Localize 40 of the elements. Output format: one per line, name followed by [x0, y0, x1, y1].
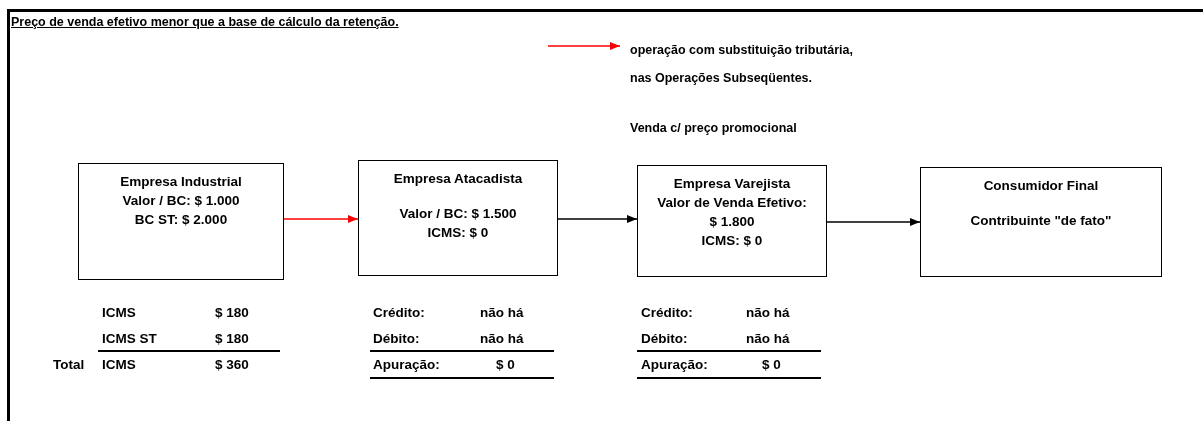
amount-value: $ 180: [215, 304, 249, 322]
amount-value: não há: [480, 330, 524, 348]
row-label: Apuração:: [373, 356, 440, 374]
row-label: Débito:: [373, 330, 420, 348]
amount-value: não há: [746, 304, 790, 322]
node-text: Contribuinte "de fato": [969, 212, 1113, 230]
row-label: Débito:: [641, 330, 688, 348]
node-heading: Empresa Industrial: [119, 173, 243, 191]
node-text: ICMS: $ 0: [426, 224, 490, 242]
node-text: ICMS: $ 0: [700, 232, 764, 250]
diagram-title: Preço de venda efetivo menor que a base de cálculo da retenção.: [11, 14, 399, 31]
node-heading: Empresa Varejista: [672, 175, 792, 193]
process-box: [920, 167, 1162, 277]
row-label: ICMS: [102, 356, 136, 374]
arrow: [826, 218, 921, 226]
node-heading: Consumidor Final: [982, 177, 1100, 195]
row-label: Apuração:: [641, 356, 708, 374]
amount-value: não há: [480, 304, 524, 322]
row-label: Total: [53, 356, 85, 374]
row-label: ICMS: [102, 304, 136, 322]
node-text: Valor de Venda Efetivo: $ 1.800: [657, 194, 807, 231]
row-label: ICMS ST: [102, 330, 157, 348]
process-box: [78, 163, 284, 280]
row-label: Crédito:: [373, 304, 425, 322]
amount-value: $ 0: [496, 356, 515, 374]
amount-value: não há: [746, 330, 790, 348]
amount-value: $ 360: [215, 356, 249, 374]
arrow: [557, 215, 638, 223]
amount-value: $ 180: [215, 330, 249, 348]
arrow: [283, 215, 359, 223]
node-text: Valor / BC: $ 1.000: [121, 192, 241, 210]
node-text: Valor / BC: $ 1.500: [398, 205, 518, 223]
amount-value: $ 0: [762, 356, 781, 374]
row-label: Crédito:: [641, 304, 693, 322]
node-heading: Empresa Atacadista: [392, 170, 524, 188]
process-box: [358, 160, 558, 276]
node-text: BC ST: $ 2.000: [133, 211, 229, 229]
process-box: [637, 165, 827, 277]
legend-text: operação com substituição tributária, nas Operações Subseqüentes.: [630, 42, 854, 87]
note-text: Venda c/ preço promocional: [630, 120, 797, 137]
